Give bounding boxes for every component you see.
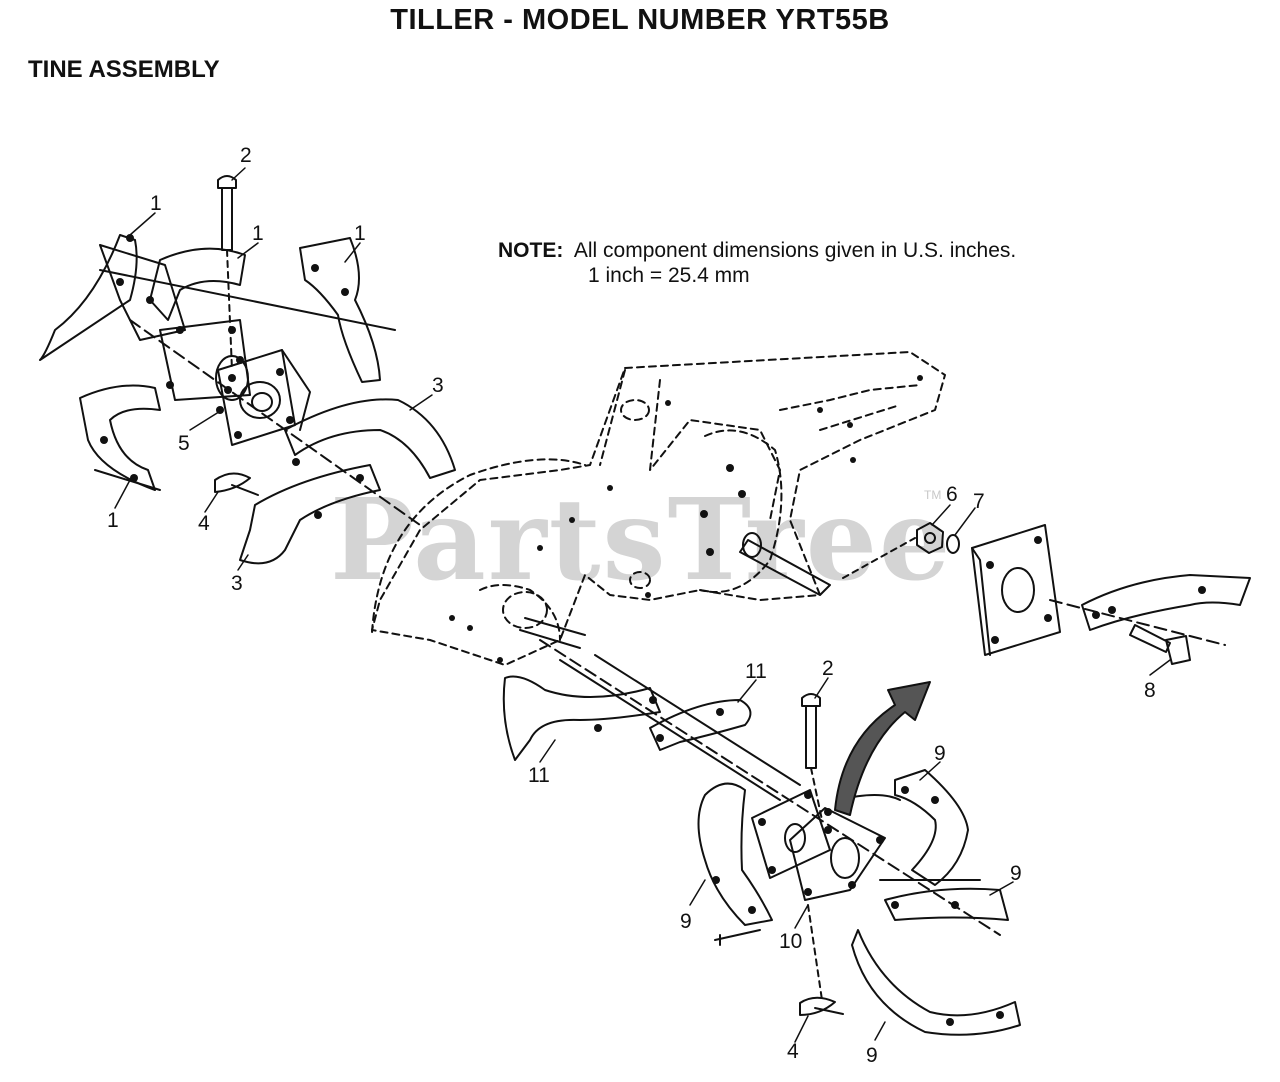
left-tine-1a	[39, 234, 138, 361]
callout-9: 9	[1010, 862, 1022, 885]
left-tine-1d	[79, 384, 161, 491]
lower-tine-9b	[884, 887, 1009, 921]
callout-1: 1	[252, 222, 264, 245]
dimension-note: NOTE: All component dimensions given in …	[498, 238, 1016, 288]
lower-tine-bolt-holes	[594, 696, 1004, 1026]
callout-3: 3	[432, 374, 444, 397]
lower-tine-9c	[697, 782, 773, 926]
right-washer	[946, 534, 960, 554]
output-shaft	[739, 539, 831, 596]
callout-11: 11	[528, 764, 550, 787]
callout-1: 1	[107, 509, 119, 532]
left-clevis-pin	[217, 175, 237, 251]
left-hairpin-clip	[214, 472, 259, 496]
note-line-1: All component dimensions given in U.S. i…	[573, 239, 1017, 262]
left-tine-bolt-holes	[100, 234, 364, 519]
right-bolt-holes	[986, 536, 1206, 644]
callout-9: 9	[680, 910, 692, 933]
lower-tine-9d	[851, 929, 1021, 1036]
callout-7: 7	[973, 490, 985, 513]
diagram-subtitle: TINE ASSEMBLY	[28, 56, 220, 83]
callout-3: 3	[231, 572, 243, 595]
lower-clevis-pin	[801, 693, 821, 769]
shaft-end	[742, 532, 762, 558]
callout-8: 8	[1144, 679, 1156, 702]
lower-tine-11b	[649, 699, 752, 751]
right-side-components	[842, 522, 1251, 665]
callout-labels: 1 1 1 1 2 2 3 3 4 4 5 6 7 8 9 9 9 9 10 1…	[107, 144, 1156, 1067]
left-tine-3b	[239, 464, 381, 565]
tiller-housing	[371, 351, 946, 666]
housing-bolt-holes	[449, 375, 923, 663]
lower-tine-11a	[502, 675, 661, 761]
callout-9: 9	[934, 742, 946, 765]
right-tine	[1081, 574, 1251, 631]
callout-10: 10	[779, 930, 802, 953]
callout-1: 1	[150, 192, 162, 215]
lower-hub-plate-a	[751, 789, 831, 879]
right-bolt	[1129, 624, 1191, 665]
left-tine-1c	[299, 237, 381, 383]
right-nut	[916, 522, 944, 554]
callout-leaders	[114, 167, 1171, 1043]
left-tine-assembly	[39, 175, 456, 565]
callout-6: 6	[946, 483, 958, 506]
callout-4: 4	[198, 512, 210, 535]
lower-hairpin-clip	[799, 996, 844, 1016]
callout-9: 9	[866, 1044, 878, 1067]
lower-hub-plate-b	[789, 807, 886, 901]
left-tine-3a	[284, 398, 456, 479]
callout-5: 5	[178, 432, 190, 455]
watermark: PartsTree	[330, 475, 953, 606]
rotation-arrow	[834, 681, 931, 816]
right-hub-plate	[971, 524, 1061, 656]
note-line-2: 1 inch = 25.4 mm	[588, 264, 750, 287]
watermark-trademark: TM	[924, 488, 942, 502]
left-hub-plate	[217, 349, 296, 446]
callout-2: 2	[822, 657, 834, 680]
left-tine-1b	[149, 247, 246, 321]
note-label: NOTE:	[498, 239, 564, 262]
drive-shaft	[519, 617, 586, 649]
diagram-title: TILLER - MODEL NUMBER YRT55B	[390, 4, 890, 36]
callout-1: 1	[354, 222, 366, 245]
lower-tine-9a	[894, 769, 969, 886]
callout-11: 11	[745, 660, 767, 683]
lower-tine-assembly	[502, 639, 1021, 1036]
callout-4: 4	[787, 1040, 799, 1063]
callout-2: 2	[240, 144, 252, 167]
